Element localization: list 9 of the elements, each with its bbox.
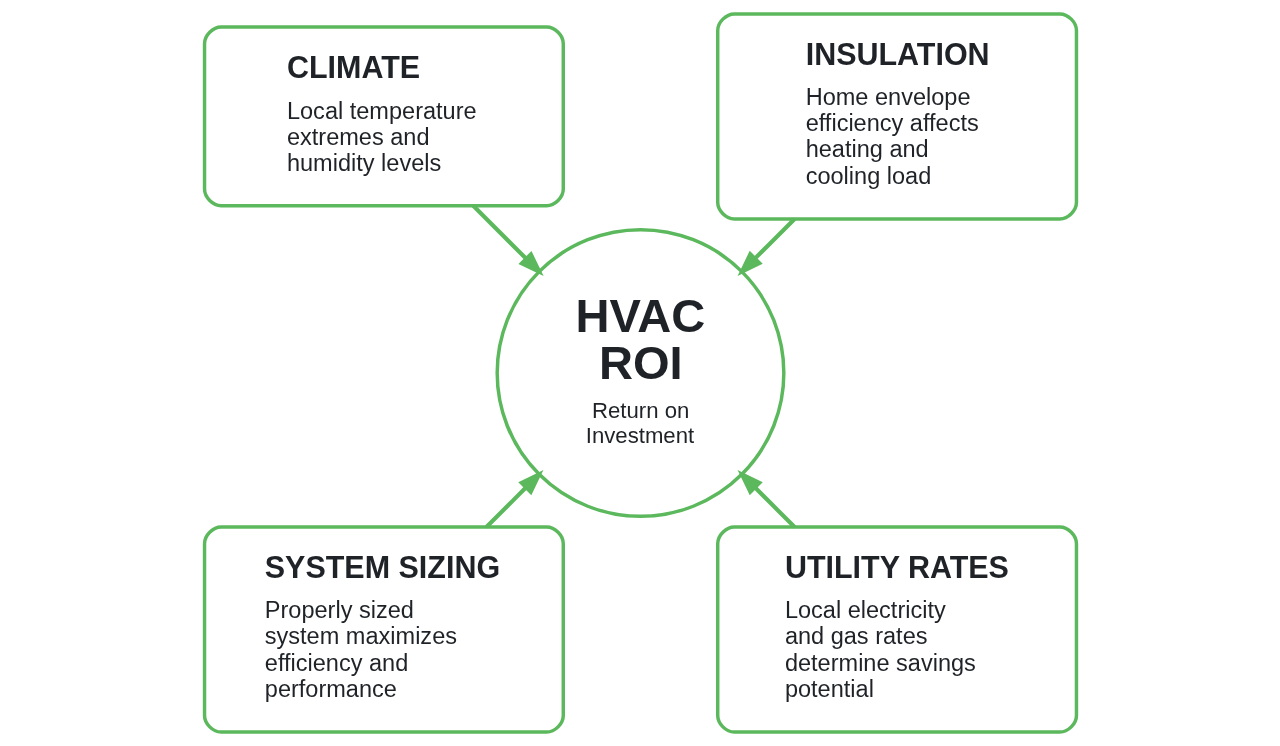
node-box: INSULATION Home envelope efficiency affects heating and cooling load	[715, 12, 1078, 221]
arrow	[737, 217, 796, 276]
node-box: CLIMATE Local temperature extremes and humidity levels	[202, 25, 565, 208]
node-circle: HVAC ROI Return on Investment	[494, 227, 786, 519]
arrow	[471, 204, 544, 277]
node-box: UTILITY RATES Local electricity and gas rates determine savings potential	[715, 525, 1078, 734]
arrow	[484, 470, 543, 529]
node-box: SYSTEM SIZING Properly sized system maximizes efficiency and performance	[202, 525, 565, 734]
arrow	[737, 470, 796, 529]
